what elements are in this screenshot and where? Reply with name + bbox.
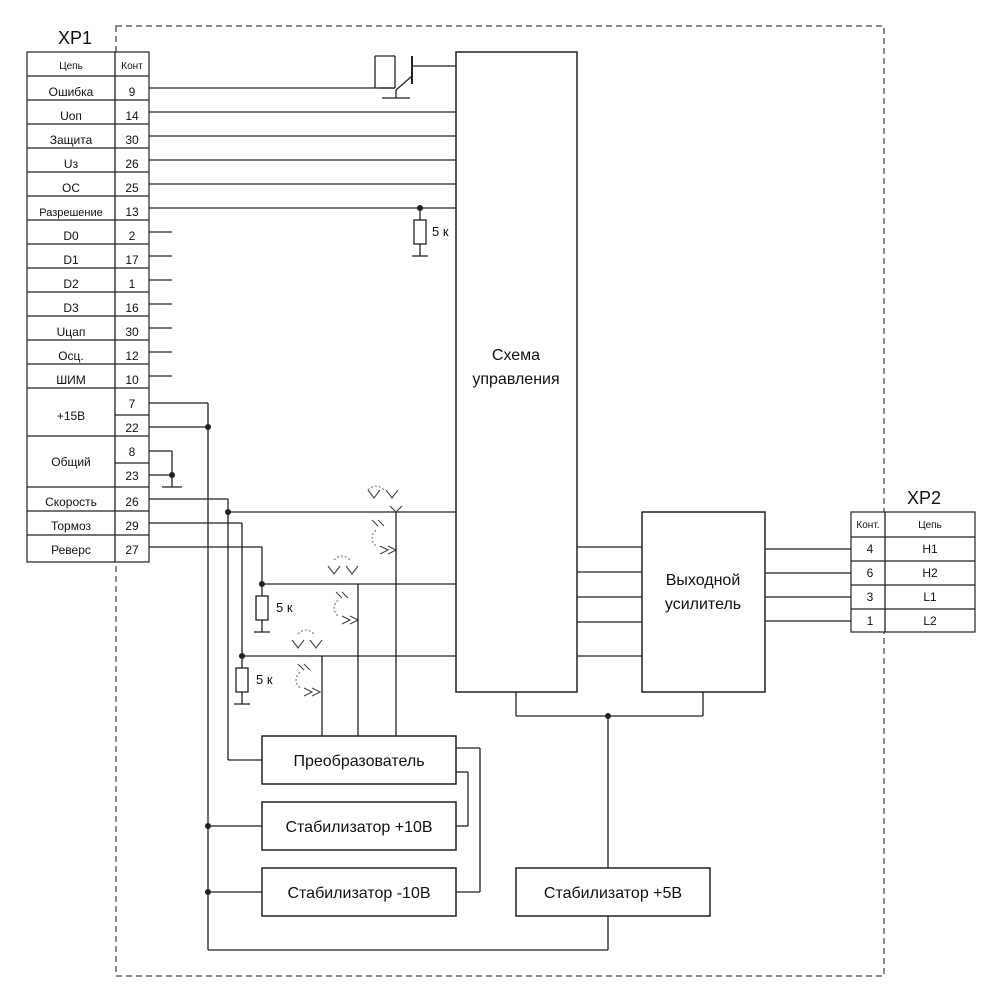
xp1-contact-uz: 26 — [125, 157, 139, 171]
xp1-contact-d1: 17 — [125, 253, 139, 267]
xp1-contact-common-a: 8 — [129, 445, 136, 459]
xp2-contact-l1: 3 — [867, 590, 874, 604]
xp1-circuit-reverse: Реверс — [51, 543, 91, 557]
stabilizer-minus10-block: Стабилизатор -10В — [261, 867, 457, 917]
xp2-header-contact: Конт. — [856, 520, 879, 531]
wiring: 5 к 5 к — [149, 55, 851, 951]
stab-plus5-label: Стабилизатор +5В — [544, 885, 682, 902]
xp1-circuit-brake: Тормоз — [51, 519, 92, 533]
xp2-header-circuit: Цепь — [918, 520, 942, 531]
xp1-circuit-protection: Защита — [50, 133, 93, 147]
xp2-contact-l2: 1 — [867, 614, 874, 628]
xp1-contact-pwm: 10 — [125, 373, 139, 387]
control-circuit-block: Схема управления — [455, 51, 578, 693]
xp1-header-contact: Конт — [121, 61, 143, 72]
xp1-contact-osc: 12 — [125, 349, 139, 363]
xp1-contact-enable: 13 — [125, 205, 139, 219]
xp1-contact-speed: 26 — [125, 495, 139, 509]
xp1-contact-common-b: 23 — [125, 469, 139, 483]
control-block-label-1: Схема — [492, 347, 540, 364]
xp1-header-circuit: Цепь — [59, 61, 83, 72]
xp1-contact-brake: 29 — [125, 519, 139, 533]
xp1-contact-reverse: 27 — [125, 543, 139, 557]
xp1-circuit-uz: Uз — [64, 157, 79, 171]
stabilizer-plus10-block: Стабилизатор +10В — [261, 801, 457, 851]
xp2-title: XP2 — [907, 488, 941, 508]
xp1-contact-udac: 30 — [125, 325, 139, 339]
xp1-circuit-d3: D3 — [63, 301, 79, 315]
xp1-contact-error: 9 — [129, 85, 136, 99]
xp1-contact-uop: 14 — [125, 109, 139, 123]
xp1-circuit-udac: Uцап — [57, 325, 86, 339]
optocoupler-speed-icon — [367, 485, 403, 736]
xp1-circuit-speed: Скорость — [45, 495, 97, 509]
xp1-contact-protection: 30 — [125, 133, 139, 147]
xp2-circuit-h1: H1 — [922, 542, 938, 556]
resistor-reverse-label: 5 к — [276, 600, 293, 615]
output-amplifier-block: Выходной усилитель — [641, 511, 766, 693]
xp1-title: XP1 — [58, 28, 92, 48]
resistor-enable-label: 5 к — [432, 224, 449, 239]
xp1-circuit-plus15: +15В — [57, 409, 85, 423]
xp2-circuit-l1: L1 — [923, 590, 937, 604]
xp1-circuit-d2: D2 — [63, 277, 79, 291]
xp1-contact-plus15-b: 22 — [125, 421, 139, 435]
xp2-contact-h2: 6 — [867, 566, 874, 580]
optocoupler-reverse-icon — [327, 555, 360, 736]
transistor-icon — [374, 55, 456, 99]
xp1-circuit-uop: Uоп — [60, 109, 82, 123]
xp1-contact-d3: 16 — [125, 301, 139, 315]
optocoupler-brake-icon — [291, 629, 323, 736]
control-block-label-2: управления — [472, 371, 559, 388]
xp1-circuit-os: ОС — [62, 181, 80, 195]
resistor-enable-icon — [413, 219, 427, 245]
converter-label: Преобразователь — [293, 753, 424, 770]
xp2-circuit-l2: L2 — [923, 614, 937, 628]
xp1-contact-plus15-a: 7 — [129, 397, 136, 411]
amplifier-label-2: усилитель — [665, 596, 741, 613]
xp2-contact-h1: 4 — [867, 542, 874, 556]
resistor-brake-label: 5 к — [256, 672, 273, 687]
xp1-circuit-d0: D0 — [63, 229, 79, 243]
xp1-contact-d0: 2 — [129, 229, 136, 243]
xp2-connector: XP2 Конт. Цепь 4 H1 6 H2 3 L1 1 L2 — [850, 488, 976, 633]
xp1-circuit-error: Ошибка — [49, 85, 94, 99]
amplifier-label-1: Выходной — [666, 572, 741, 589]
xp1-circuit-d1: D1 — [63, 253, 79, 267]
xp1-connector: XP1 Цепь Конт Ошибка 9 Uоп 14 Защита 30 … — [26, 28, 150, 563]
stabilizer-plus5-block: Стабилизатор +5В — [515, 867, 711, 917]
xp1-circuit-common: Общий — [51, 455, 91, 469]
xp1-contact-d2: 1 — [129, 277, 136, 291]
xp1-circuit-pwm: ШИМ — [56, 373, 86, 387]
stab-plus10-label: Стабилизатор +10В — [285, 819, 432, 836]
xp1-contact-os: 25 — [125, 181, 139, 195]
xp1-circuit-enable: Разрешение — [39, 207, 103, 219]
stab-minus10-label: Стабилизатор -10В — [287, 885, 430, 902]
resistor-reverse-icon — [255, 595, 269, 621]
converter-block: Преобразователь — [261, 735, 457, 785]
xp1-circuit-osc: Осц. — [58, 349, 84, 363]
xp2-circuit-h2: H2 — [922, 566, 938, 580]
resistor-brake-icon — [235, 667, 249, 693]
